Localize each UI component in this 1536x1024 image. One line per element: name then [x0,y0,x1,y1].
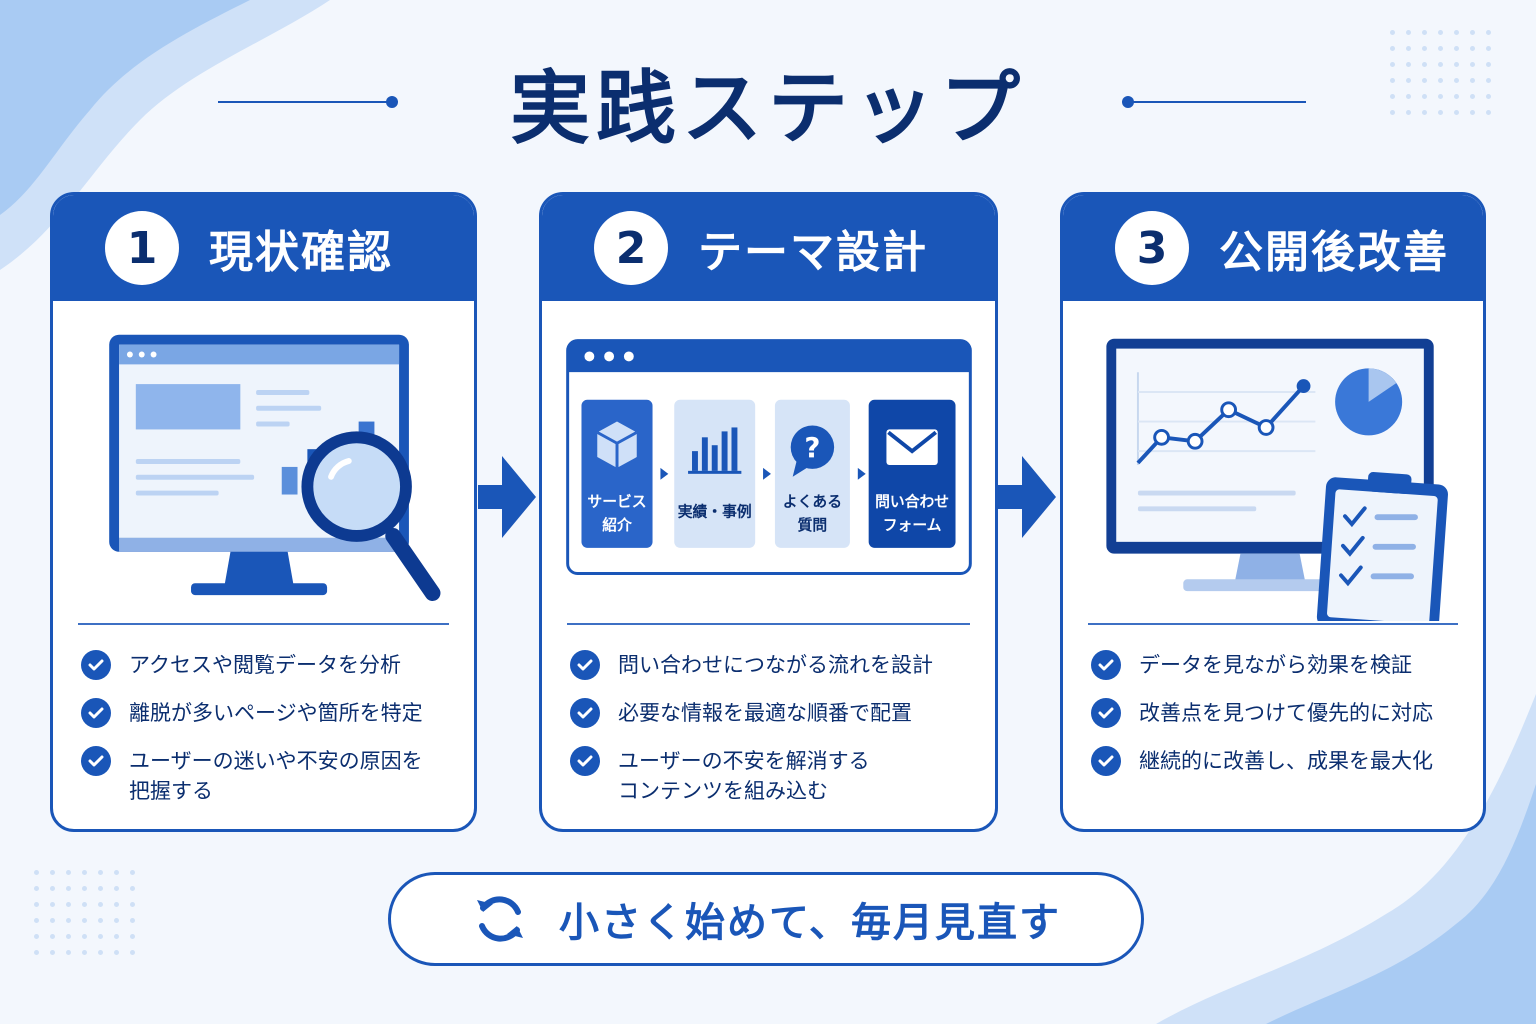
dot-pattern-top-right [1390,30,1502,126]
check-text: 必要な情報を最適な順番で配置 [618,701,912,725]
step-number: 3 [1115,211,1189,285]
arrow-right-icon [478,456,536,538]
check-icon [81,698,111,728]
check-text: ユーザーの迷いや不安の原因を 把握する [129,749,423,803]
check-text: ユーザーの不安を解消する コンテンツを組み込む [618,749,870,803]
check-item: 継続的に改善し、成果を最大化 [1091,746,1467,776]
flow-label-4: 問い合わせフォーム [875,492,949,534]
svg-text:?: ? [804,431,820,464]
step-card-2: 2 テーマ設計 サービス紹介 [539,192,998,832]
dot-pattern-bottom-left [34,870,146,966]
step-card-1: 1 現状確認 アクセスや閲覧データを分析 離脱が多いページや箇所を特定 [50,192,477,832]
step-title: 現状確認 [209,227,393,278]
envelope-icon [886,429,938,465]
check-icon [570,698,600,728]
monitor-magnifier-icon [109,334,441,602]
clipboard-icon [1316,471,1448,621]
check-text: アクセスや閲覧データを分析 [129,653,401,677]
check-icon [570,746,600,776]
box-icon [596,421,638,468]
refresh-icon [477,896,523,942]
check-item: ユーザーの迷いや不安の原因を 把握する [81,746,458,806]
flow-box-faq: ? よくある質問 [774,399,850,548]
check-text: データを見ながら効果を検証 [1139,653,1412,677]
flow-arrow [660,467,669,480]
background-wave-top-left [0,0,330,270]
bar-chart-icon [688,427,742,474]
check-item: データを見ながら効果を検証 [1091,650,1467,680]
cta-text: 小さく始めて、毎月見直す [559,900,1061,946]
check-item: 改善点を見つけて優先的に対応 [1091,698,1467,728]
title-line-right [1130,101,1306,103]
card-divider [567,623,970,625]
check-list: データを見ながら効果を検証 改善点を見つけて優先的に対応 継続的に改善し、成果を… [1091,650,1467,794]
page-title: 実践ステップ [510,62,1026,155]
step-card-header: 3 公開後改善 [1063,195,1483,301]
flow-label-2: 実績・事例 [678,502,752,520]
step-card-header: 2 テーマ設計 [542,195,995,301]
flow-label-1: サービス紹介 [587,493,646,534]
check-list: アクセスや閲覧データを分析 離脱が多いページや箇所を特定 ユーザーの迷いや不安の… [81,650,458,824]
check-text: 問い合わせにつながる流れを設計 [618,653,933,677]
cta-banner: 小さく始めて、毎月見直す [388,872,1144,966]
title-dot-right [1122,96,1134,108]
title-row: 実践ステップ [0,52,1536,155]
step-title: テーマ設計 [698,227,928,278]
check-item: 離脱が多いページや箇所を特定 [81,698,458,728]
page-flow-icon: サービス紹介 実績・事例 ? よくある質問 [566,339,972,575]
question-bubble-icon: ? [790,425,835,477]
background-wave-bottom-right [1156,694,1536,1024]
step-card-header: 1 現状確認 [53,195,474,301]
check-icon [1091,650,1121,680]
check-item: ユーザーの不安を解消する コンテンツを組み込む [570,746,979,806]
check-item: アクセスや閲覧データを分析 [81,650,458,680]
check-item: 必要な情報を最適な順番で配置 [570,698,979,728]
flow-arrow [763,467,771,480]
analytics-clipboard-icon [1106,338,1448,621]
flow-box-service: サービス紹介 [581,399,653,548]
title-line-left [218,101,392,103]
flow-label-3: よくある質問 [783,493,842,534]
card-divider [1088,623,1458,625]
check-text: 継続的に改善し、成果を最大化 [1139,749,1433,773]
title-dot-left [386,96,398,108]
check-icon [570,650,600,680]
check-icon [81,650,111,680]
check-text: 離脱が多いページや箇所を特定 [129,701,423,725]
check-list: 問い合わせにつながる流れを設計 必要な情報を最適な順番で配置 ユーザーの不安を解… [570,650,979,824]
step-title: 公開後改善 [1219,227,1449,278]
card-divider [78,623,449,625]
check-text: 改善点を見つけて優先的に対応 [1139,701,1433,725]
flow-box-form: 問い合わせフォーム [868,399,956,548]
step-card-3: 3 公開後改善 [1060,192,1486,832]
check-icon [1091,698,1121,728]
flow-arrow [857,467,866,480]
check-item: 問い合わせにつながる流れを設計 [570,650,979,680]
arrow-right-icon [998,456,1056,538]
step-number: 1 [105,211,179,285]
flow-box-results: 実績・事例 [674,399,756,548]
check-icon [81,746,111,776]
step-number: 2 [594,211,668,285]
check-icon [1091,746,1121,776]
